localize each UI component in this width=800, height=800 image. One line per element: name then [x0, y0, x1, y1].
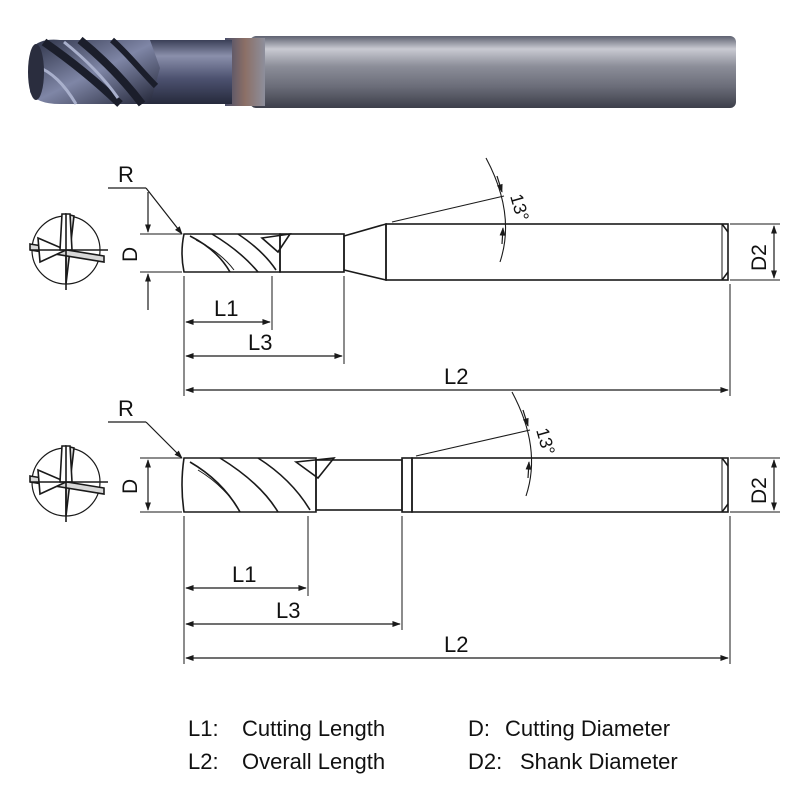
- legend-row: L1: Cutting Length D: Cutting Diameter: [0, 716, 800, 750]
- photo-flute-highlight: [63, 40, 120, 99]
- step-2: [401, 457, 413, 513]
- flute-edge: [293, 457, 336, 480]
- photo-tool-tip: [28, 44, 44, 100]
- label-l3: L3: [248, 330, 272, 355]
- label-radius: R: [118, 396, 134, 421]
- drawing-variant-2: [29, 391, 780, 664]
- legend-text-d: Cutting Diameter: [505, 716, 671, 741]
- drawing-variant-1: [29, 157, 780, 396]
- label-l2: L2: [444, 632, 468, 657]
- label-l3: L3: [276, 598, 300, 623]
- label-angle: 13°: [506, 192, 533, 224]
- legend-text-l2: Overall Length: [242, 749, 386, 774]
- helix-line: [237, 233, 277, 271]
- photo-shank: [250, 36, 736, 108]
- label-diameter: D: [119, 247, 142, 262]
- helix-line: [195, 239, 235, 271]
- label-angle: 13°: [532, 426, 559, 458]
- flute-edge: [260, 232, 292, 254]
- chamfer: [721, 223, 729, 233]
- legend-row: L2: Overall Length D2: Shank Diameter: [0, 749, 800, 783]
- legend-text-d2: Shank Diameter: [520, 749, 678, 774]
- neck-2: [315, 459, 403, 511]
- legend-key-d2: D2:: [468, 749, 503, 774]
- legend-text-l1: Cutting Length: [242, 716, 386, 741]
- label-l1: L1: [232, 562, 256, 587]
- label-shank-diameter: D2: [748, 244, 771, 271]
- legend-key-d: D:: [468, 716, 490, 741]
- photo-flute-groove: [41, 38, 123, 107]
- label-l2: L2: [444, 364, 468, 389]
- helix-line: [219, 457, 279, 513]
- helix-line: [257, 457, 311, 511]
- photo-flute-groove: [77, 36, 146, 107]
- shank-2: [411, 457, 729, 513]
- helix-line: [197, 469, 239, 509]
- helix-line: [211, 233, 259, 273]
- flute-section-2: [181, 457, 317, 513]
- legend-key-l1: L1:: [188, 716, 219, 741]
- taper-1: [343, 222, 387, 282]
- end-view-1: [29, 212, 108, 290]
- neck-1: [279, 233, 345, 273]
- label-diameter: D: [119, 479, 142, 494]
- helix-line: [189, 235, 231, 273]
- end-view-2: [29, 444, 108, 522]
- flute-section-1: [181, 233, 281, 273]
- label-shank-diameter: D2: [748, 477, 771, 504]
- legend-key-l2: L2:: [188, 749, 219, 774]
- legend: L1: Cutting Length D: Cutting Diameter L…: [0, 712, 800, 792]
- label-l1: L1: [214, 296, 238, 321]
- end-mill-photo: [28, 36, 736, 108]
- label-radius: R: [118, 162, 134, 187]
- chamfer: [721, 271, 729, 281]
- shank-1: [385, 223, 729, 281]
- photo-flute-groove: [110, 37, 159, 89]
- helix-line: [189, 461, 241, 513]
